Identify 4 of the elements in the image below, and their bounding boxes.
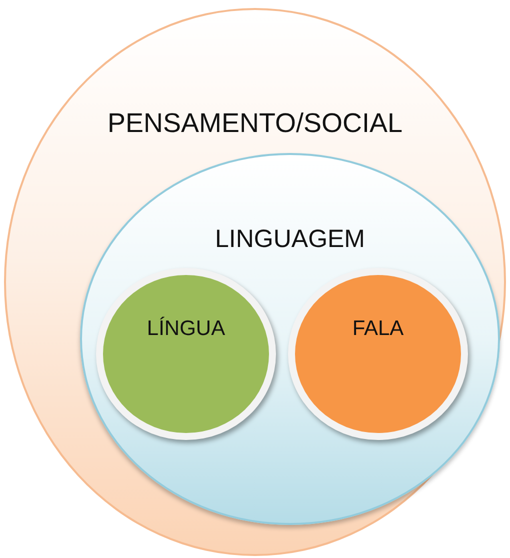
set-label: PENSAMENTO/SOCIAL <box>106 108 404 139</box>
set-label: LÍNGUA <box>146 317 226 341</box>
set-label: LINGUAGEM <box>214 225 366 254</box>
set-label: FALA <box>351 317 405 341</box>
